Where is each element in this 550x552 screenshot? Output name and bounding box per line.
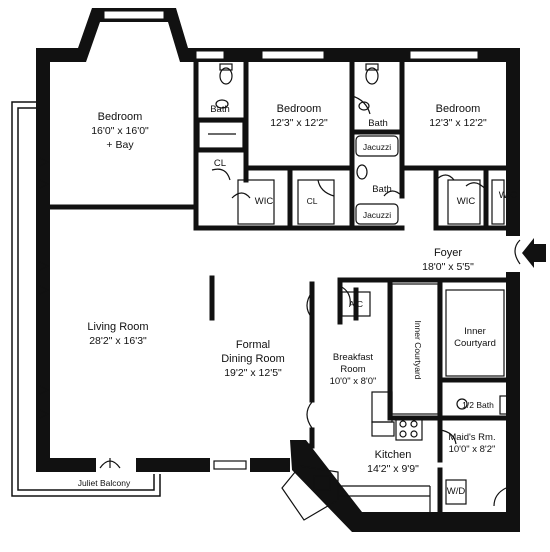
dining-name1: Formal [236,339,270,351]
wic2-label: WIC [457,196,476,207]
balcony-doors [39,157,121,469]
maids-name: Maid's Rm. [448,432,495,443]
breakfast-name2: Room [340,364,365,375]
inner-courtyard1-label: Inner Courtyard [413,320,423,379]
detail-lines [198,63,546,521]
interior-walls [47,59,509,515]
room-labels: Bedroom 16'0" x 16'0" + Bay Bedroom 12'3… [87,103,495,475]
bath3-label: Bath [372,184,392,195]
cl2-label: CL [307,196,318,206]
inner-courtyard2-label-b: Courtyard [454,338,496,349]
kitchen-dim: 14'2" x 9'9" [367,463,419,475]
juliet-balcony-label: Juliet Balcony [78,478,131,488]
fixture-labels: Bath Bath Bath 1/2 Bath CL CL WIC WIC WI… [78,104,518,497]
half-bath-label: 1/2 Bath [462,400,494,410]
breakfast-dim: 10'0" x 8'0" [330,376,377,387]
bedroom1-extra: + Bay [106,139,134,151]
breakfast-name1: Breakfast [333,352,373,363]
foyer-name: Foyer [434,247,462,259]
bath1-label: Bath [210,104,230,115]
living-dim: 28'2" x 16'3" [89,335,147,347]
inner-courtyard2-label-a: Inner [464,326,486,337]
foyer-dim: 18'0" x 5'5" [422,261,474,273]
kitchen-name: Kitchen [375,449,412,461]
bedroom1-name: Bedroom [98,111,143,123]
top-windows [103,10,479,60]
wic3-label: WIC [499,190,518,201]
dining-name2: Dining Room [221,353,285,365]
bedroom2-dim: 12'3" x 12'2" [270,117,328,129]
dining-dim: 19'2" x 12'5" [224,367,282,379]
wic1-label: WIC [255,196,274,207]
bedroom1-dim: 16'0" x 16'0" [91,125,149,137]
maids-dim: 10'0" x 8'2" [449,444,496,455]
jacuzzi1-label: Jacuzzi [363,142,391,152]
balcony-outline [11,101,161,497]
wd-label: W/D [447,486,466,497]
jacuzzi2-label: Jacuzzi [363,210,391,220]
bedroom3-name: Bedroom [436,103,481,115]
bath2-label: Bath [368,118,388,129]
living-name: Living Room [87,321,148,333]
ac-label: A/C [349,299,363,309]
bedroom2-name: Bedroom [277,103,322,115]
cl1-label: CL [214,158,226,169]
bedroom3-dim: 12'3" x 12'2" [429,117,487,129]
